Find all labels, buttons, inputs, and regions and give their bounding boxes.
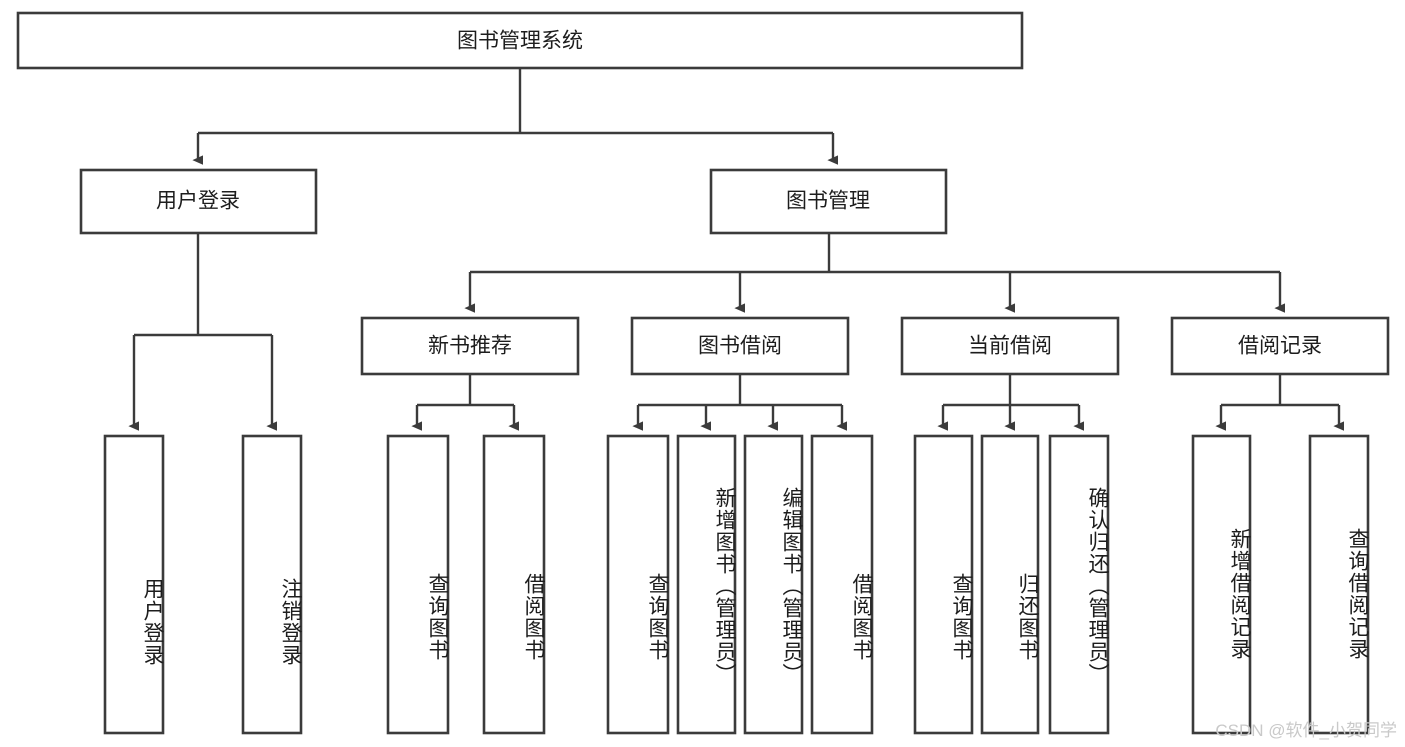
node-leaf-add-book-box[interactable] [676, 434, 737, 735]
connector-layer [128, 68, 1345, 431]
node-book-manage-label: 图书管理 [786, 190, 870, 213]
node-user-login-box[interactable] [79, 168, 318, 235]
node-new-book-recommend-box[interactable] [360, 316, 580, 376]
node-leaf-logout-box[interactable] [241, 434, 303, 735]
node-borrow-record-box[interactable] [1170, 316, 1390, 376]
node-current-borrow-label: 当前借阅 [968, 335, 1052, 358]
node-book-borrow-label: 图书借阅 [698, 335, 782, 358]
node-borrow-record-label: 借阅记录 [1238, 335, 1322, 358]
node-leaf-add-record-box[interactable] [1191, 434, 1252, 735]
node-leaf-query-book-1-box[interactable] [386, 434, 450, 735]
node-book-manage-box[interactable] [709, 168, 948, 235]
node-new-book-recommend-label: 新书推荐 [428, 335, 512, 358]
node-leaf-borrow-book-2-box[interactable] [810, 434, 874, 735]
node-root-box[interactable] [16, 11, 1024, 70]
node-layer: 图书管理系统 用户登录 图书管理 新书推荐 图书借阅 当前借阅 借阅记录 [16, 11, 1390, 735]
node-leaf-confirm-return-box[interactable] [1048, 434, 1110, 735]
node-book-borrow-box[interactable] [630, 316, 850, 376]
node-leaf-borrow-book-1-box[interactable] [482, 434, 546, 735]
node-leaf-edit-book-box[interactable] [743, 434, 804, 735]
node-current-borrow-box[interactable] [900, 316, 1120, 376]
node-leaf-query-book-2-box[interactable] [606, 434, 670, 735]
node-leaf-query-record-box[interactable] [1308, 434, 1370, 735]
node-leaf-query-book-3-box[interactable] [913, 434, 974, 735]
node-leaf-user-login-box[interactable] [103, 434, 165, 735]
node-user-login-label: 用户登录 [156, 190, 240, 213]
node-root-label: 图书管理系统 [457, 30, 583, 53]
node-leaf-return-book-box[interactable] [980, 434, 1040, 735]
